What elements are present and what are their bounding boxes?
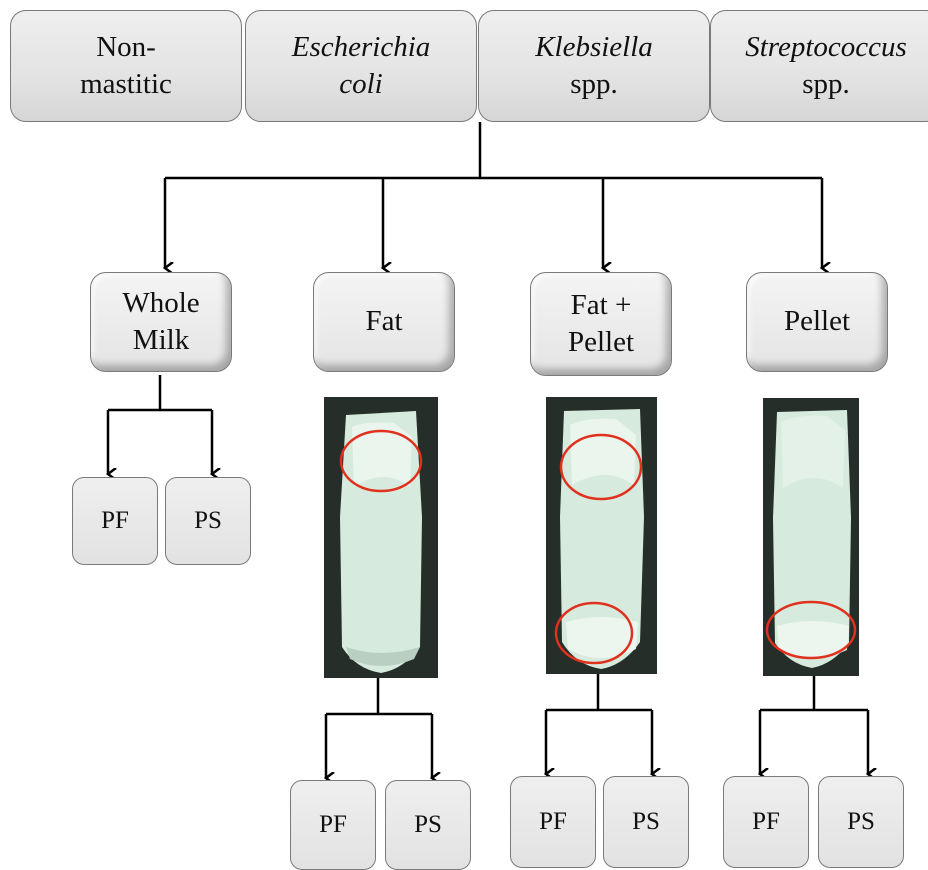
- pf-label: PF: [752, 808, 780, 835]
- category-streptococcus: Streptococcus spp.: [710, 10, 928, 122]
- fat-pf-box: PF: [290, 780, 376, 870]
- fat-ps-box: PS: [385, 780, 471, 870]
- pf-label: PF: [101, 507, 129, 534]
- fraction-whole-milk: Whole Milk: [90, 272, 232, 372]
- category-label-line1: Streptococcus: [745, 30, 907, 63]
- fat-pellet-pf-box: PF: [510, 776, 596, 868]
- category-label-line2: spp.: [802, 68, 850, 100]
- fat-layer-circle: [559, 433, 643, 501]
- tube-image-pellet: [763, 398, 859, 676]
- fraction-label: Fat: [365, 305, 403, 338]
- pellet-pf-box: PF: [723, 776, 809, 868]
- category-label-line2: coli: [339, 68, 383, 100]
- fraction-fat: Fat: [313, 272, 455, 372]
- pf-label: PF: [319, 811, 347, 838]
- category-label-line2: mastitic: [80, 68, 172, 100]
- fraction-label: Fat + Pellet: [567, 288, 635, 358]
- category-label-line1: Klebsiella: [535, 30, 653, 63]
- pellet-circle: [765, 600, 857, 660]
- ps-label: PS: [847, 808, 875, 835]
- fraction-fat-pellet: Fat + Pellet: [530, 272, 672, 376]
- fraction-pellet: Pellet: [746, 272, 888, 372]
- ps-label: PS: [632, 808, 660, 835]
- category-label-line1: Non-: [96, 30, 156, 63]
- category-klebsiella: Klebsiella spp.: [478, 10, 710, 122]
- ps-label: PS: [194, 507, 222, 534]
- fat-layer-circle: [339, 429, 423, 493]
- pellet-ps-box: PS: [818, 776, 904, 868]
- category-escherichia-coli: Escherichia coli: [245, 10, 477, 122]
- category-label-line1: Escherichia: [291, 30, 431, 63]
- fraction-label: Whole Milk: [122, 286, 200, 356]
- whole-milk-ps-box: PS: [165, 477, 251, 565]
- whole-milk-pf-box: PF: [72, 477, 158, 565]
- ps-label: PS: [414, 811, 442, 838]
- fraction-label: Pellet: [783, 305, 851, 338]
- category-non-mastitic: Non- mastitic: [10, 10, 242, 122]
- tube-image-fat-pellet: [546, 397, 657, 674]
- fat-pellet-ps-box: PS: [603, 776, 689, 868]
- tube-image-fat: [324, 397, 438, 678]
- pf-label: PF: [539, 808, 567, 835]
- category-label-line2: spp.: [570, 68, 618, 100]
- pellet-circle: [554, 601, 634, 665]
